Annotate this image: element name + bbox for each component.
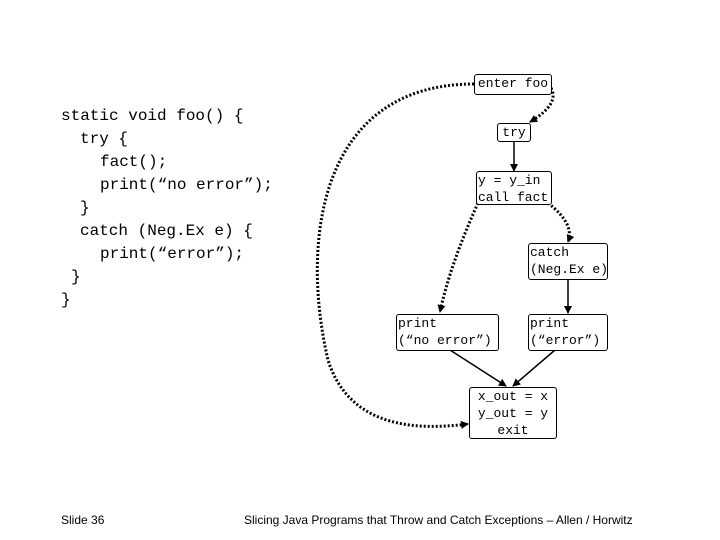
node-label: x_out = x bbox=[477, 389, 549, 404]
code-line: static void foo() { bbox=[61, 107, 244, 125]
edge-enter-to-try-dotted bbox=[529, 87, 555, 124]
node-label: (“error”) bbox=[530, 333, 601, 348]
code-line: catch (Neg.Ex e) { bbox=[80, 222, 253, 240]
node-exit: x_out = x y_out = y exit bbox=[469, 387, 557, 439]
node-print-error: print (“error”) bbox=[528, 314, 608, 351]
slide-footer-title: Slicing Java Programs that Throw and Cat… bbox=[244, 513, 633, 527]
edge-enter-to-exit-dotted bbox=[315, 82, 475, 429]
node-try: try bbox=[497, 123, 531, 142]
edge-call-to-print-noerror-dotted bbox=[437, 202, 480, 313]
edge-call-to-catch-dotted bbox=[547, 201, 575, 243]
code-line: } bbox=[80, 199, 90, 217]
node-catch: catch (Neg.Ex e) bbox=[528, 243, 608, 280]
slide-number: Slide 36 bbox=[61, 513, 105, 527]
code-line: } bbox=[61, 291, 71, 309]
node-label: call fact bbox=[478, 190, 549, 205]
node-label: print bbox=[530, 316, 570, 331]
node-label: y = y_in bbox=[478, 173, 541, 188]
code-line: fact(); bbox=[100, 153, 168, 171]
node-label: try bbox=[502, 125, 526, 140]
node-enter-foo: enter foo bbox=[474, 74, 552, 95]
code-line: print(“no error”); bbox=[100, 176, 273, 194]
node-label: (“no error”) bbox=[398, 333, 492, 348]
node-label: catch bbox=[530, 245, 570, 260]
node-print-no-error: print (“no error”) bbox=[396, 314, 499, 351]
code-line: try { bbox=[80, 130, 129, 148]
node-call-fact: y = y_in call fact bbox=[476, 171, 552, 205]
node-label: exit bbox=[497, 423, 529, 438]
node-label: (Neg.Ex e) bbox=[530, 262, 609, 277]
node-label: print bbox=[398, 316, 438, 331]
edge-print-noerror-to-exit bbox=[449, 349, 507, 387]
node-label: y_out = y bbox=[477, 406, 549, 421]
code-line: } bbox=[71, 268, 81, 286]
code-line: print(“error”); bbox=[100, 245, 245, 263]
edge-print-error-to-exit bbox=[512, 349, 556, 387]
node-label: enter foo bbox=[477, 76, 549, 91]
